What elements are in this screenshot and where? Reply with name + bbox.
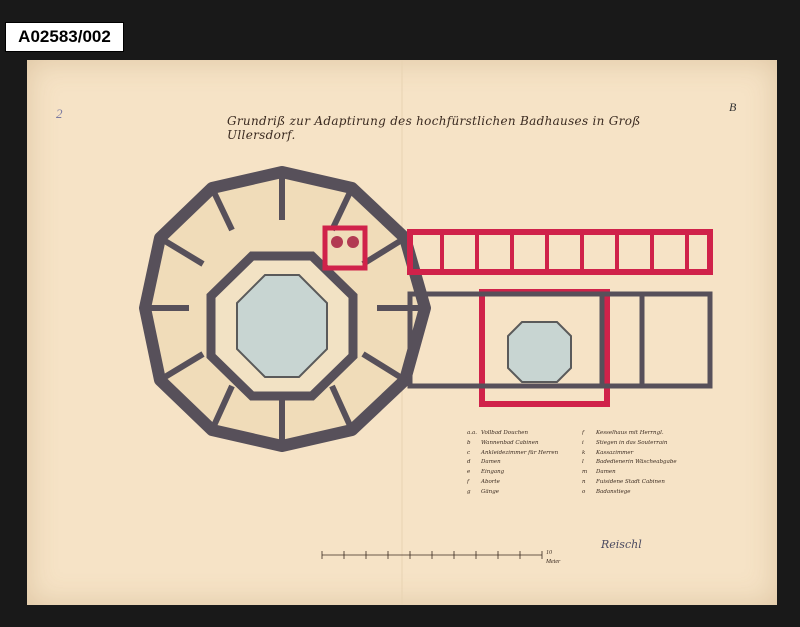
wing-pool [507,321,572,383]
red-bath-room [322,225,368,271]
signature: Reischl [601,538,642,551]
legend-item: a.a.Vollbad Douchen [467,430,529,436]
plan-title: Grundriß zur Adaptirung des hochfürstlic… [227,114,641,142]
sheet-number: 2 [56,106,63,121]
radial-walls [145,172,425,446]
corner-letter: B [729,100,737,114]
wing-existing-walls [407,291,713,389]
archive-id-label: A02583/002 [5,22,124,52]
floor-plan-drawing [139,60,713,605]
floor-plan-sheet: 2 B Grundriß zur Adaptirung des hochfürs… [27,60,777,605]
wing-cabin-partitions [440,232,689,272]
central-pool [236,274,328,378]
scale-bar [321,551,543,559]
scale-unit: Meter [546,559,561,565]
scale-label: 10 [546,550,552,556]
